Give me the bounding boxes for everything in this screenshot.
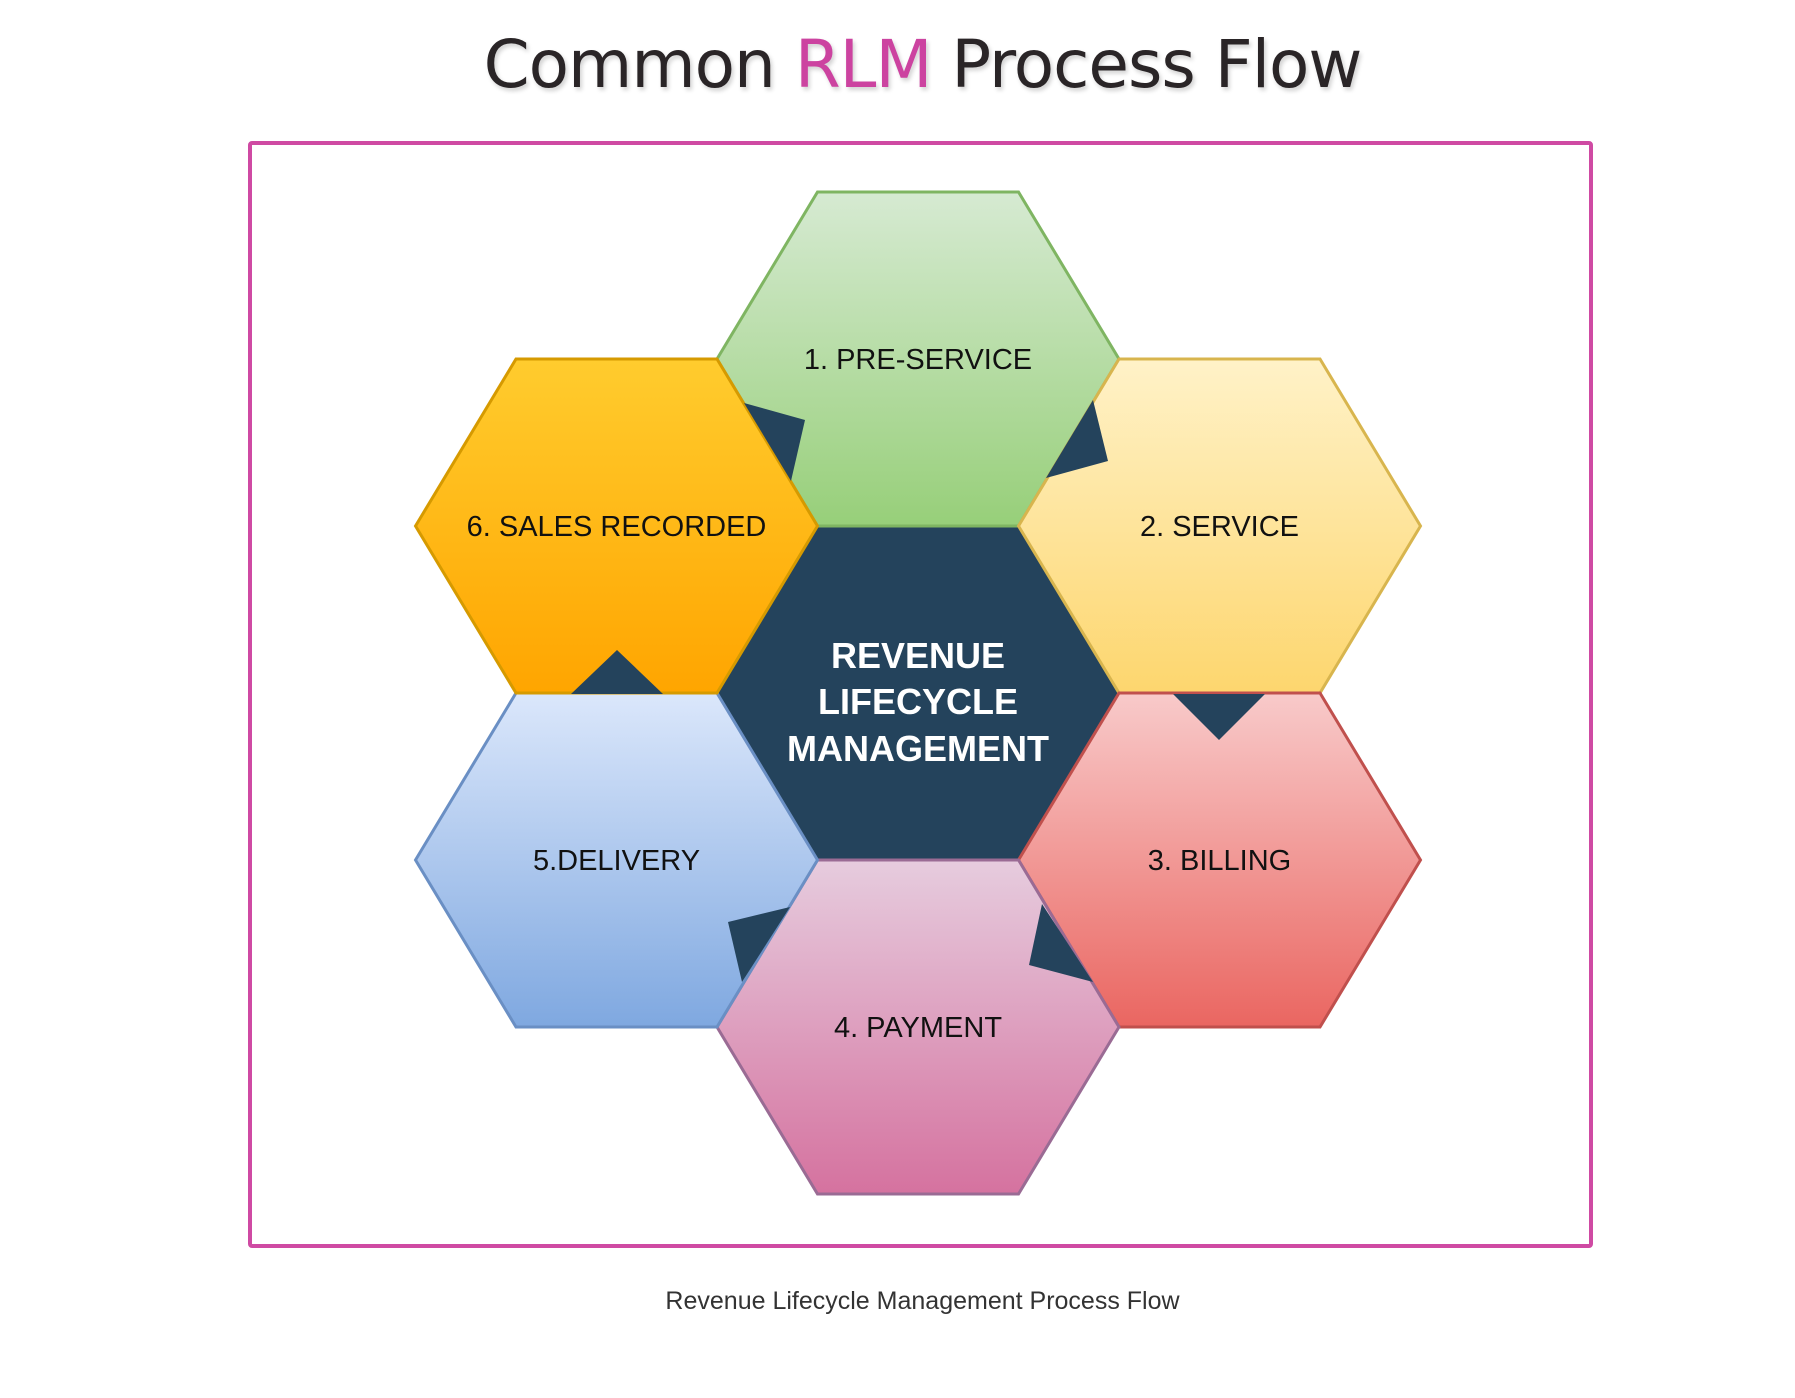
center-label-line-3: MANAGEMENT bbox=[787, 728, 1049, 769]
step-label-3: 3. BILLING bbox=[1148, 845, 1291, 877]
page-title: Common RLM Process Flow bbox=[0, 26, 1795, 103]
arrow-1-to-2-icon bbox=[1046, 400, 1108, 478]
step-hexagon-6 bbox=[413, 357, 820, 695]
title-prefix: Common bbox=[483, 26, 795, 103]
diagram-frame bbox=[248, 141, 1593, 1248]
step-label-2: 2. SERVICE bbox=[1140, 511, 1299, 543]
title-suffix: Process Flow bbox=[931, 26, 1362, 103]
figure-caption: Revenue Lifecycle Management Process Flo… bbox=[665, 1287, 1180, 1315]
center-hexagon bbox=[717, 526, 1119, 860]
title-accent-rlm: RLM bbox=[794, 26, 933, 103]
arrow-3-to-4-icon bbox=[1029, 904, 1093, 982]
step-label-4: 4. PAYMENT bbox=[834, 1012, 1002, 1044]
step-label-1: 1. PRE-SERVICE bbox=[804, 344, 1032, 376]
center-label-line-2: LIFECYCLE bbox=[818, 681, 1018, 722]
arrow-6-to-1-icon bbox=[744, 403, 805, 481]
step-label-5: 5.DELIVERY bbox=[533, 845, 700, 877]
center-label-line-1: REVENUE bbox=[831, 635, 1005, 676]
arrow-2-to-3-icon bbox=[1173, 694, 1265, 740]
arrow-4-to-5-icon bbox=[728, 907, 790, 982]
step-label-6: 6. SALES RECORDED bbox=[467, 511, 767, 543]
arrow-5-to-6-icon bbox=[571, 650, 663, 694]
